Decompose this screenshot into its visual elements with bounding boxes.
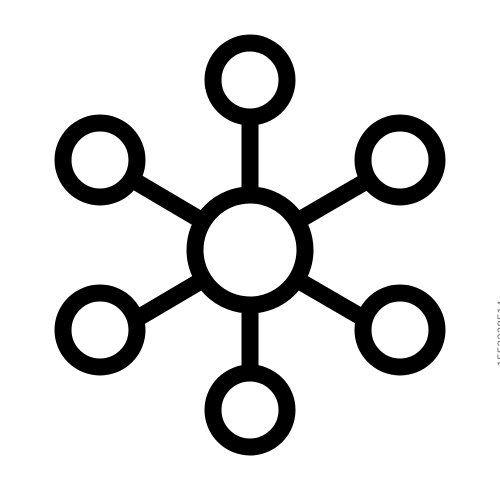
satellite-node-lower-left — [54, 284, 146, 376]
spoke-lower-left — [133, 274, 204, 326]
spoke-upper-right — [296, 175, 368, 227]
satellite-node-upper-left — [54, 114, 146, 206]
satellite-node-bottom — [204, 364, 296, 456]
satellite-node-upper-right — [354, 114, 446, 206]
spoke-lower-right — [296, 274, 368, 326]
satellite-node-top — [204, 34, 296, 126]
stock-watermark-id: 1552238514 — [496, 300, 500, 367]
spoke-upper-left — [133, 175, 204, 227]
hub-node — [186, 186, 314, 314]
satellite-node-lower-right — [354, 284, 446, 376]
